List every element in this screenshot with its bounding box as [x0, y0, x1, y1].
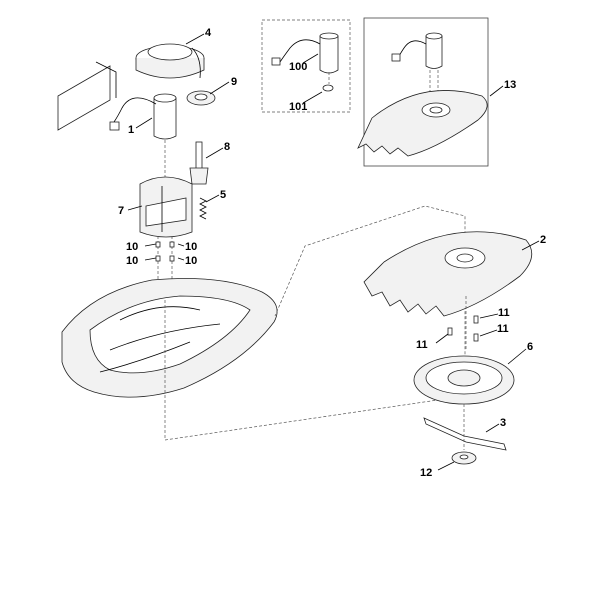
callout-7: 7 [118, 205, 124, 217]
callout-11-right-top: 11 [498, 307, 510, 319]
chassis [61, 278, 278, 398]
callout-10-left-bottom: 10 [126, 255, 138, 267]
part-5-spring [199, 197, 207, 220]
part-3-blade [423, 417, 507, 451]
callout-13: 13 [504, 79, 516, 91]
callout-10-left-top: 10 [126, 241, 138, 253]
callout-5: 5 [220, 189, 226, 201]
callout-1: 1 [128, 124, 134, 136]
part-8-shaft [189, 141, 209, 185]
part-1-motor [109, 93, 177, 140]
callout-labels: 4 9 1 8 5 7 10 10 10 10 2 11 11 11 6 3 1… [118, 27, 546, 479]
callout-4: 4 [205, 27, 212, 39]
callout-10-right-top: 10 [185, 241, 197, 253]
part-4-top-cover [135, 43, 205, 79]
callout-3: 3 [500, 417, 506, 429]
motor-assembly-inset [271, 32, 339, 74]
motor-assembly-inset-13 [391, 32, 443, 92]
part-9-bearing [186, 90, 216, 106]
callout-6: 6 [527, 341, 533, 353]
callout-101: 101 [289, 101, 307, 113]
circuit-board [57, 61, 117, 131]
callout-8: 8 [224, 141, 230, 153]
part-2-blade-guard [363, 231, 533, 317]
callout-11-right-bottom: 11 [497, 323, 509, 335]
part-6-cutting-disc [413, 355, 515, 405]
screws-10 [155, 236, 175, 300]
callout-9: 9 [231, 76, 237, 88]
washer-inset [322, 84, 334, 92]
screws-11 [447, 296, 479, 350]
callout-2: 2 [540, 234, 546, 246]
callout-11-left: 11 [416, 339, 428, 351]
part-12-hub [451, 451, 477, 465]
leader-lines [127, 33, 540, 471]
callout-100: 100 [289, 61, 307, 73]
callout-12: 12 [420, 467, 432, 479]
alignment-guideline [164, 205, 466, 441]
inset-box-blade-guard [363, 17, 489, 167]
part-7-housing [139, 176, 193, 238]
blade-guard-inset [357, 90, 488, 157]
callout-10-right-bottom: 10 [185, 255, 197, 267]
